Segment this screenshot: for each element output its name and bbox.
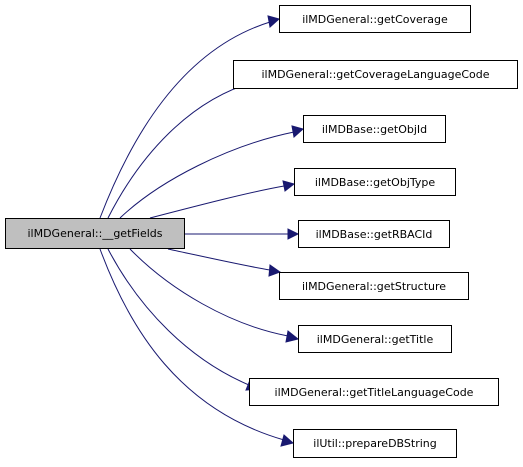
edge-get-obj-id-arrowhead — [291, 125, 305, 138]
edge-get-obj-id — [119, 131, 295, 219]
callee-node-get-title-language-code[interactable]: ilMDGeneral::getTitleLanguageCode — [249, 378, 499, 406]
edge-get-rbac-id-arrowhead — [287, 228, 300, 240]
edge-get-title-arrowhead — [285, 330, 300, 343]
root-node-label: ilMDGeneral::__getFields — [27, 227, 163, 240]
edge-get-coverage-arrowhead — [267, 15, 281, 28]
callee-node-label: ilMDBase::getRBACId — [315, 227, 433, 241]
callee-node-get-obj-type[interactable]: ilMDBase::getObjType — [294, 168, 456, 196]
edge-get-obj-type — [149, 185, 285, 219]
edge-get-structure-arrowhead — [268, 264, 282, 277]
edge-prepare-db-string — [99, 248, 285, 441]
callee-node-get-title[interactable]: ilMDGeneral::getTitle — [298, 325, 452, 353]
callee-node-get-structure[interactable]: ilMDGeneral::getStructure — [279, 272, 469, 300]
callee-node-get-coverage[interactable]: ilMDGeneral::getCoverage — [279, 5, 471, 33]
edge-get-coverage — [99, 21, 271, 219]
callee-node-label: ilMDGeneral::getCoverage — [302, 12, 448, 26]
callee-node-get-rbac-id[interactable]: ilMDBase::getRBACId — [298, 220, 450, 248]
callee-node-get-obj-id[interactable]: ilMDBase::getObjId — [303, 115, 446, 143]
callee-node-label: ilUtil::prepareDBString — [313, 437, 437, 450]
root-node: ilMDGeneral::__getFields — [5, 218, 185, 249]
edge-get-title-language-code — [107, 248, 250, 386]
edge-get-coverage-language-code — [107, 81, 255, 219]
callee-node-label: ilMDBase::getObjType — [314, 175, 436, 189]
edge-get-structure — [167, 248, 271, 271]
callee-node-label: ilMDGeneral::getStructure — [301, 279, 447, 293]
callee-node-label: ilMDGeneral::getTitleLanguageCode — [274, 385, 474, 399]
callee-node-get-coverage-language-code[interactable]: ilMDGeneral::getCoverageLanguageCode — [233, 60, 518, 89]
callee-node-label: ilMDBase::getObjId — [321, 122, 428, 136]
edge-get-title — [129, 248, 289, 337]
edge-get-obj-type-arrowhead — [282, 180, 296, 192]
callee-node-prepare-db-string[interactable]: ilUtil::prepareDBString — [293, 429, 457, 458]
edge-prepare-db-string-arrowhead — [280, 434, 295, 447]
callee-node-label: ilMDGeneral::getCoverageLanguageCode — [261, 68, 490, 81]
callee-node-label: ilMDGeneral::getTitle — [316, 332, 434, 346]
